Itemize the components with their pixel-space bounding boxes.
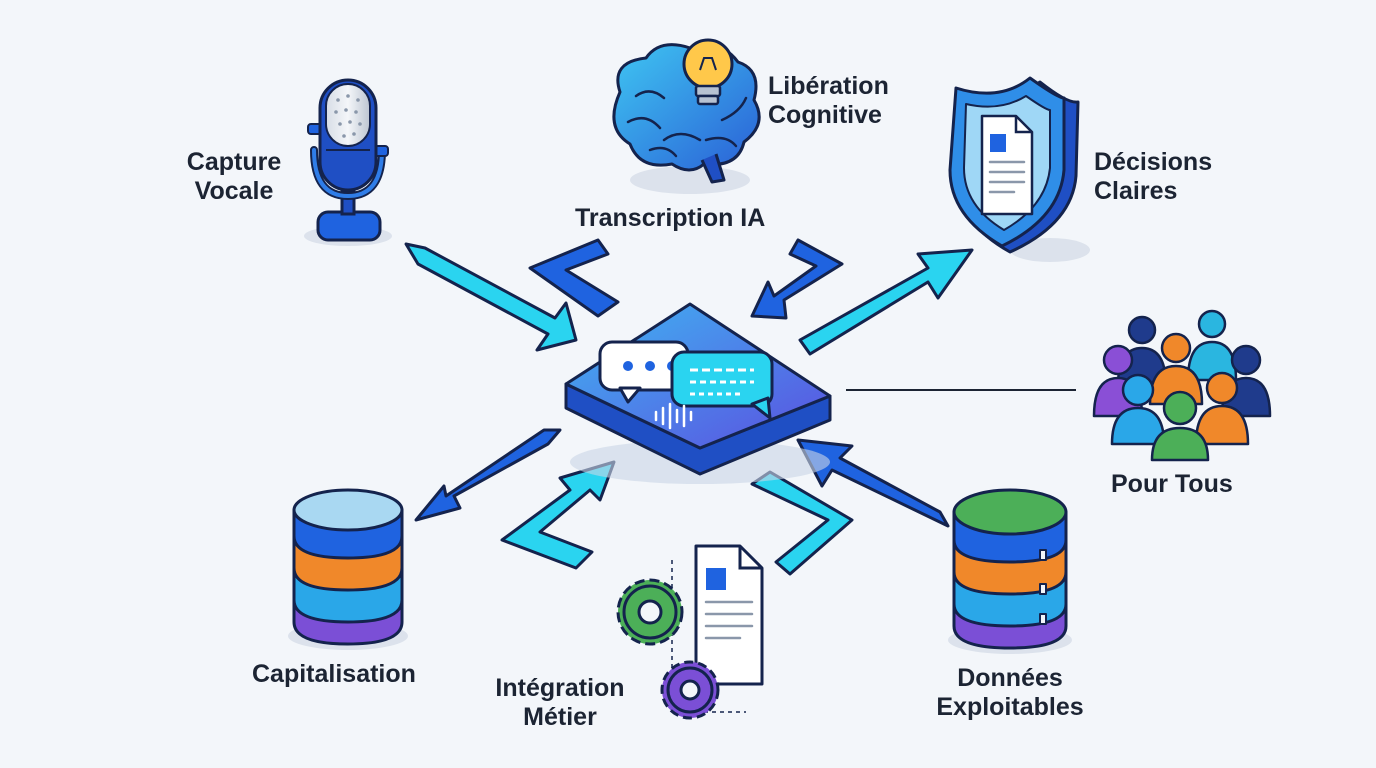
arrow-center-to-decisions [798, 248, 974, 356]
database-icon [288, 488, 408, 650]
label-transcription-ia: Transcription IA [575, 204, 766, 232]
label-integration-line2: Métier [523, 703, 597, 731]
label-decisions-line2: Claires [1094, 177, 1178, 205]
arrow-integration-to-center [500, 460, 616, 570]
arrow-transcription-right [750, 238, 844, 320]
arrow-donnees-to-center-lower [750, 470, 854, 576]
brain-lightbulb-icon [612, 38, 761, 194]
label-capture-line1: Capture [186, 148, 282, 176]
server-stack-icon [948, 488, 1072, 654]
gears-document-icon [616, 544, 764, 720]
arrow-center-to-capitalisation [414, 428, 562, 522]
label-pour-tous: Pour Tous [1111, 470, 1233, 498]
label-integration-metier: Intégration Métier [482, 674, 638, 732]
microphone-icon [304, 78, 392, 246]
chat-platform-icon [564, 302, 832, 484]
label-capitalisation: Capitalisation [252, 660, 416, 688]
arrow-transcription-left [528, 238, 620, 318]
label-donnees-exploitables: Données Exploitables [920, 664, 1100, 722]
label-capture-vocale: Capture Vocale [166, 148, 302, 206]
label-donnees-line1: Données [957, 664, 1063, 692]
people-group-icon [1092, 309, 1272, 462]
label-donnees-line2: Exploitables [936, 693, 1084, 721]
label-liberation-cognitive: Libération Cognitive [768, 72, 889, 130]
label-decisions-claires: Décisions Claires [1094, 148, 1212, 206]
arrow-capture-to-center [404, 242, 578, 352]
label-integration-line1: Intégration [495, 674, 625, 702]
label-decisions-line1: Décisions [1094, 148, 1213, 176]
label-liberation-line2: Cognitive [768, 101, 882, 129]
shield-document-icon [948, 76, 1090, 262]
label-capture-line2: Vocale [194, 177, 274, 205]
label-liberation-line1: Libération [768, 72, 889, 100]
